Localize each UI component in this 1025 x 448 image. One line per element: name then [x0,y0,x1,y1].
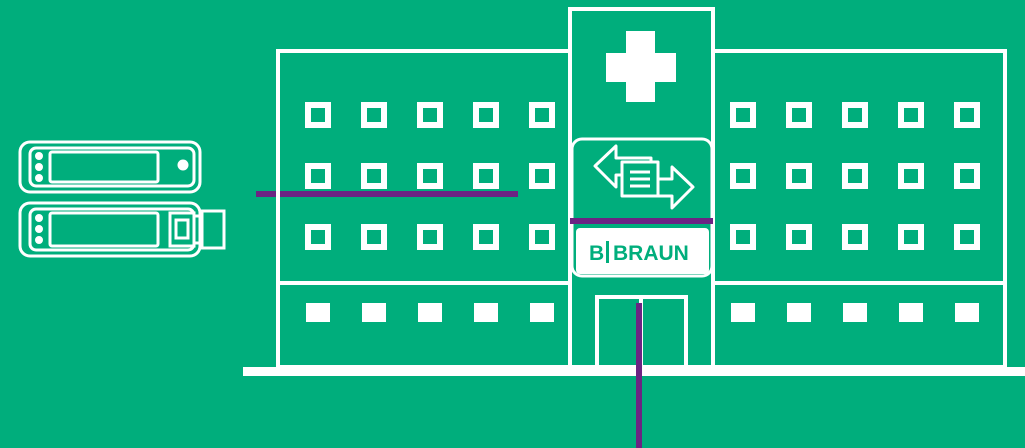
logo-prefix: B [589,242,604,265]
connector-line-vertical [636,303,642,448]
connector-line-horizontal [256,191,518,197]
logo-divider [606,241,609,263]
connector-line-card [570,218,713,224]
logo-brand-name: BRAUN [613,242,689,265]
